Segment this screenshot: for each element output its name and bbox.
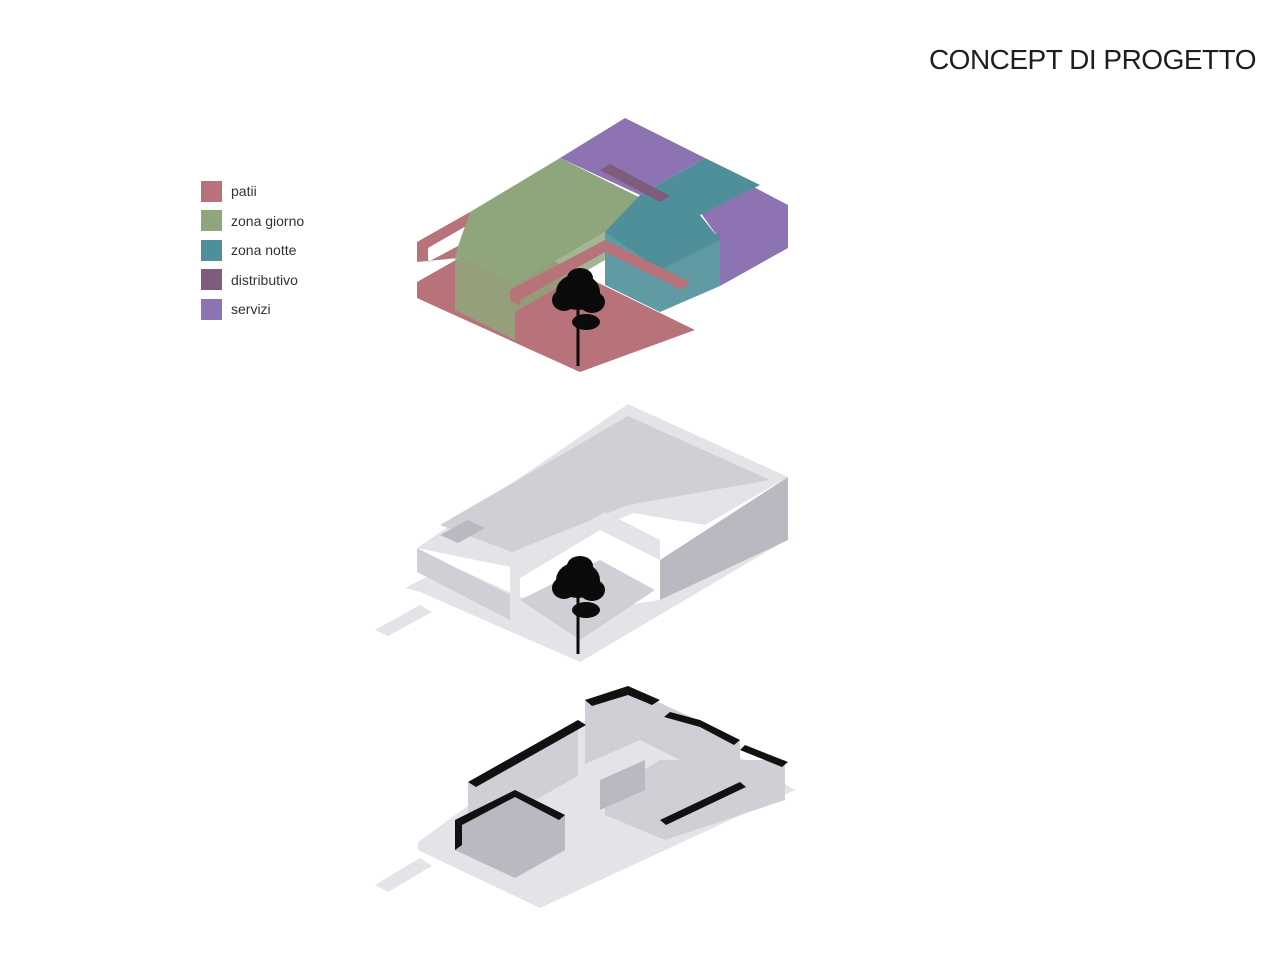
- patio-frame-left: [417, 212, 480, 262]
- legend-item-zona-giorno: zona giorno: [201, 210, 304, 232]
- wall-top-left: [468, 720, 586, 787]
- legend-label: servizi: [231, 301, 271, 317]
- legend-swatch-distributivo: [201, 269, 222, 290]
- wall-top-front-room: [455, 790, 565, 825]
- legend-swatch-zona-notte: [201, 239, 222, 261]
- wall-top-front-room-inner: [455, 820, 462, 850]
- legend-item-servizi: servizi: [201, 298, 304, 320]
- roof-right-face: [660, 477, 788, 600]
- legend-item-patii: patii: [201, 180, 304, 202]
- zona-giorno-front: [455, 255, 515, 340]
- entry-path: [375, 605, 432, 636]
- floorplan-layer: [375, 686, 795, 908]
- legend-item-distributivo: distributivo: [201, 269, 304, 291]
- skylight-cutout: [440, 520, 485, 543]
- wall-top-center-right: [664, 712, 740, 745]
- legend-swatch-servizi: [201, 298, 222, 320]
- entry-path: [375, 858, 432, 892]
- patio-frame-front: [510, 240, 690, 306]
- zoning-layer: [417, 118, 788, 372]
- servizi-top-back: [560, 118, 705, 195]
- wall-top-center: [585, 686, 660, 706]
- wall-top-right-front: [660, 782, 746, 825]
- legend-swatch-zona-giorno: [201, 210, 222, 231]
- legend-label: distributivo: [231, 271, 298, 288]
- legend: patii zona giorno zona notte distributiv…: [201, 180, 304, 328]
- legend-item-zona-notte: zona notte: [201, 239, 304, 261]
- legend-label: zona giorno: [231, 212, 305, 229]
- wall-block-right: [605, 760, 785, 840]
- legend-label: patii: [231, 183, 257, 199]
- page-title: CONCEPT DI PROGETTO: [928, 44, 1257, 75]
- legend-swatch-patii: [201, 180, 222, 202]
- courtyard-frame: [510, 512, 660, 600]
- distributivo-bar: [600, 164, 670, 202]
- servizi-block-right: [700, 185, 788, 286]
- zona-notte-top: [605, 158, 760, 270]
- roof-front-face: [417, 548, 510, 620]
- partition-wall: [600, 760, 645, 810]
- wall-top-right: [740, 745, 788, 767]
- massing-layer: [375, 404, 795, 662]
- roof-parapet-inner: [440, 416, 770, 552]
- zona-giorno-top: [455, 158, 655, 285]
- legend-label: zona notte: [231, 242, 297, 258]
